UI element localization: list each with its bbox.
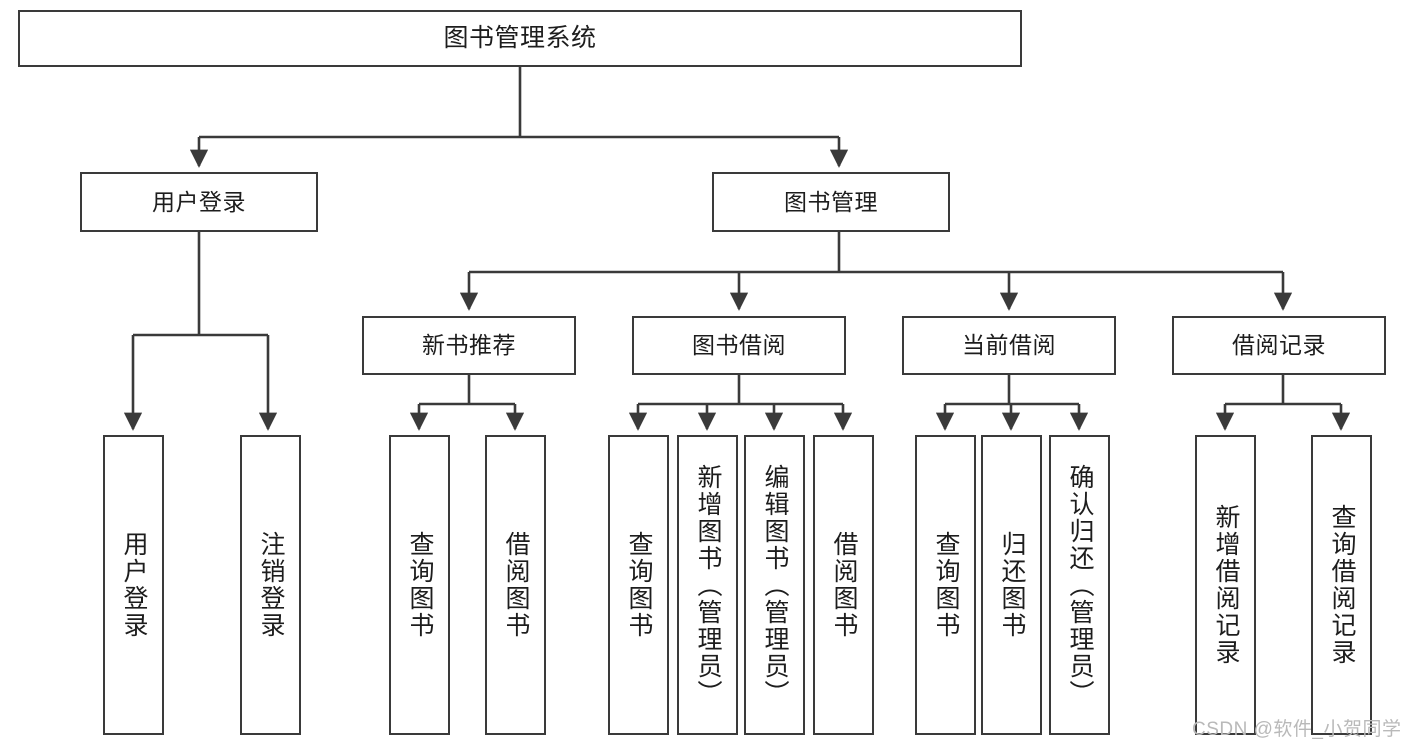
node-label: 新增借阅记录 — [1212, 504, 1240, 666]
node-label: 编辑图书（管理员） — [761, 463, 789, 707]
node-label: 查询图书 — [406, 531, 434, 639]
node-leaf-edit-book-admin[interactable]: 编辑图书（管理员） — [744, 435, 805, 735]
node-label: 用户登录 — [152, 188, 246, 215]
node-leaf-return-book[interactable]: 归还图书 — [981, 435, 1042, 735]
node-label: 查询图书 — [625, 531, 653, 639]
node-user-login[interactable]: 用户登录 — [80, 172, 318, 232]
node-borrow-record[interactable]: 借阅记录 — [1172, 316, 1386, 375]
csdn-watermark: CSDN @软件_小贺同学 — [1192, 719, 1402, 740]
node-leaf-add-borrow-record[interactable]: 新增借阅记录 — [1195, 435, 1256, 735]
node-label: 确认归还（管理员） — [1066, 463, 1094, 707]
node-label: 注销登录 — [257, 531, 285, 639]
node-label: 新增图书（管理员） — [694, 463, 722, 707]
node-label: 查询图书 — [932, 531, 960, 639]
node-label: 图书借阅 — [692, 332, 786, 359]
node-label: 图书管理系统 — [443, 24, 597, 52]
node-label: 图书管理 — [784, 188, 878, 215]
node-label: 借阅图书 — [502, 531, 530, 639]
node-leaf-logout[interactable]: 注销登录 — [240, 435, 301, 735]
node-leaf-user-login[interactable]: 用户登录 — [103, 435, 164, 735]
node-label: 查询借阅记录 — [1328, 504, 1356, 666]
node-label: 归还图书 — [998, 531, 1026, 639]
node-leaf-query-book-borrow[interactable]: 查询图书 — [608, 435, 669, 735]
node-label: 新书推荐 — [422, 332, 516, 359]
node-leaf-query-borrow-record[interactable]: 查询借阅记录 — [1311, 435, 1372, 735]
node-leaf-query-book-recommend[interactable]: 查询图书 — [389, 435, 450, 735]
node-leaf-add-book-admin[interactable]: 新增图书（管理员） — [677, 435, 738, 735]
node-leaf-borrow-book[interactable]: 借阅图书 — [813, 435, 874, 735]
node-label: 借阅记录 — [1232, 332, 1326, 359]
node-label: 当前借阅 — [962, 332, 1056, 359]
node-book-management[interactable]: 图书管理 — [712, 172, 950, 232]
node-book-borrow[interactable]: 图书借阅 — [632, 316, 846, 375]
node-new-book-recommend[interactable]: 新书推荐 — [362, 316, 576, 375]
node-root-system[interactable]: 图书管理系统 — [18, 10, 1022, 67]
node-label: 用户登录 — [120, 531, 148, 639]
node-leaf-confirm-return-admin[interactable]: 确认归还（管理员） — [1049, 435, 1110, 735]
node-current-borrow[interactable]: 当前借阅 — [902, 316, 1116, 375]
node-leaf-borrow-book-recommend[interactable]: 借阅图书 — [485, 435, 546, 735]
node-leaf-query-book-current[interactable]: 查询图书 — [915, 435, 976, 735]
node-label: 借阅图书 — [830, 531, 858, 639]
